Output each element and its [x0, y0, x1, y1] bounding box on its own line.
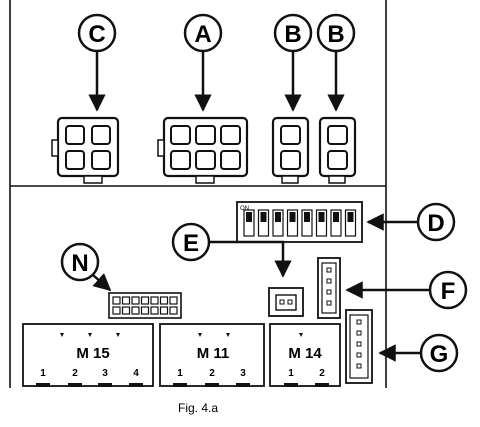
dip-switch — [257, 209, 270, 237]
header-pin — [159, 306, 169, 315]
dip-switch — [330, 209, 342, 237]
dip-switch — [315, 209, 328, 237]
header-pin — [112, 296, 121, 305]
svg-text:2: 2 — [72, 368, 78, 379]
figure-caption: Fig. 4.a — [178, 401, 218, 415]
svg-text:4: 4 — [133, 368, 139, 379]
svg-text:B: B — [327, 21, 344, 48]
header-pin — [140, 306, 150, 315]
callout-e: E — [171, 222, 292, 278]
dip-switch-lever — [318, 212, 325, 222]
svg-text:A: A — [194, 21, 211, 48]
header-pin — [169, 296, 178, 305]
svg-text:G: G — [430, 341, 449, 368]
dip-switch — [286, 209, 299, 237]
connector-b-2 — [318, 116, 357, 184]
svg-text:ON: ON — [240, 206, 249, 212]
svg-text:D: D — [427, 210, 444, 237]
callout-f: F — [345, 270, 468, 310]
svg-text:2: 2 — [209, 368, 215, 379]
callout-c: C — [77, 13, 117, 112]
header-pin — [121, 306, 131, 315]
dip-switch — [272, 209, 284, 237]
pin-header-n — [108, 292, 182, 319]
header-pin — [121, 296, 131, 305]
connector-b-1 — [271, 116, 310, 184]
dip-switch-lever — [304, 212, 310, 222]
svg-text:C: C — [88, 21, 105, 48]
svg-text:1: 1 — [177, 368, 183, 379]
connector-g — [345, 309, 373, 384]
dip-switch-lever — [260, 212, 267, 222]
dip-switch-lever — [246, 212, 252, 222]
connector-e — [268, 287, 304, 317]
board-outline — [9, 0, 387, 388]
callout-a: A — [183, 13, 223, 112]
header-pin — [112, 306, 121, 315]
header-pin — [159, 296, 169, 305]
connector-a — [157, 116, 249, 184]
header-pin — [150, 296, 159, 305]
svg-text:3: 3 — [102, 368, 108, 379]
dip-switch-cells — [243, 209, 357, 237]
dip-switch — [301, 209, 313, 237]
svg-text:F: F — [441, 278, 456, 305]
dip-switch — [243, 209, 255, 237]
callout-g: G — [378, 333, 459, 373]
header-pin — [131, 296, 140, 305]
terminal-block-m14: M 14 1 2 — [269, 323, 341, 387]
svg-text:M 14: M 14 — [288, 345, 322, 362]
callout-b-1: B — [273, 13, 313, 112]
callout-b-2: B — [316, 13, 356, 112]
header-pin — [140, 296, 150, 305]
dip-switch-lever — [289, 212, 296, 222]
dip-switch-lever — [333, 212, 339, 222]
connector-f — [317, 257, 341, 319]
dip-switch — [344, 209, 357, 237]
dip-switch-lever — [275, 212, 281, 222]
header-pin — [131, 306, 140, 315]
header-pin — [169, 306, 178, 315]
pin-header-cells — [112, 296, 178, 315]
dip-switch-lever — [347, 212, 354, 222]
terminal-block-m15: M 15 1 2 3 4 — [22, 323, 154, 387]
svg-text:M 11: M 11 — [197, 345, 230, 362]
callout-n: N — [60, 242, 112, 292]
svg-text:N: N — [71, 250, 88, 277]
svg-text:1: 1 — [40, 368, 46, 379]
terminal-block-m11: M 11 1 2 3 — [159, 323, 265, 387]
callout-d: D — [366, 202, 456, 242]
dip-switch-bank: ON — [236, 201, 363, 243]
svg-text:M 15: M 15 — [76, 345, 109, 362]
svg-text:2: 2 — [319, 368, 325, 379]
svg-text:B: B — [284, 21, 301, 48]
svg-text:3: 3 — [240, 368, 246, 379]
header-pin — [150, 306, 159, 315]
svg-text:E: E — [183, 230, 199, 257]
svg-text:1: 1 — [288, 368, 294, 379]
connector-c — [51, 116, 120, 184]
